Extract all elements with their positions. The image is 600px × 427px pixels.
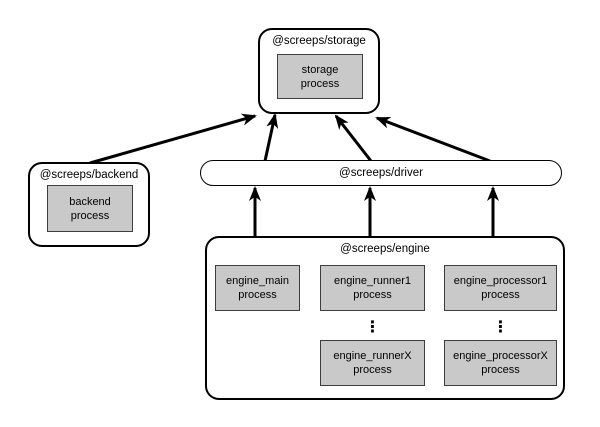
process-label-line1: engine_runner1 <box>333 275 412 287</box>
process-label-line1: engine_runnerX <box>333 350 412 362</box>
process-label-line1: storage <box>301 63 339 76</box>
node-driver: @screeps/driver <box>200 160 562 186</box>
node-backend-title: @screeps/backend <box>39 169 139 181</box>
vertical-ellipsis-icon: ⋮ <box>492 316 509 336</box>
node-engine: @screeps/engine engine_main process engi… <box>205 236 565 400</box>
process-label-line2: process <box>353 289 392 301</box>
process-box-engine-processorX: engine_processorX process <box>444 340 557 386</box>
arrow-driver-to-storage-left <box>263 113 279 162</box>
arrow-driver-to-storage-mid <box>334 114 373 162</box>
process-box-engine-processor1: engine_processor1 process <box>444 265 557 311</box>
process-box-engine-main: engine_main process <box>215 265 300 311</box>
process-box-backend: backend process <box>47 185 133 232</box>
vertical-ellipsis-icon: ⋮ <box>364 316 381 336</box>
process-box-storage: storage process <box>277 54 363 99</box>
process-label-line1: engine_main <box>226 275 289 287</box>
process-label-line2: process <box>238 289 277 301</box>
node-storage: @screeps/storage storage process <box>258 28 380 114</box>
process-box-engine-runnerX: engine_runnerX process <box>320 340 425 386</box>
node-engine-title: @screeps/engine <box>340 243 430 255</box>
process-label-line1: engine_processorX <box>453 350 548 362</box>
process-box-engine-runner1: engine_runner1 process <box>320 265 425 311</box>
process-label-line1: backend <box>69 195 111 208</box>
arrow-backend-to-storage <box>89 113 257 165</box>
node-backend: @screeps/backend backend process <box>28 162 150 247</box>
node-storage-title: @screeps/storage <box>272 35 366 47</box>
node-driver-title: @screeps/driver <box>339 167 423 179</box>
process-label-line1: engine_processor1 <box>453 275 548 287</box>
process-label-line2: process <box>353 364 392 376</box>
arrow-driver-to-storage-right <box>375 116 491 163</box>
process-label-line2: process <box>481 289 520 301</box>
process-label-line2: process <box>300 77 340 90</box>
process-label-line2: process <box>70 209 110 222</box>
process-label-line2: process <box>481 364 520 376</box>
